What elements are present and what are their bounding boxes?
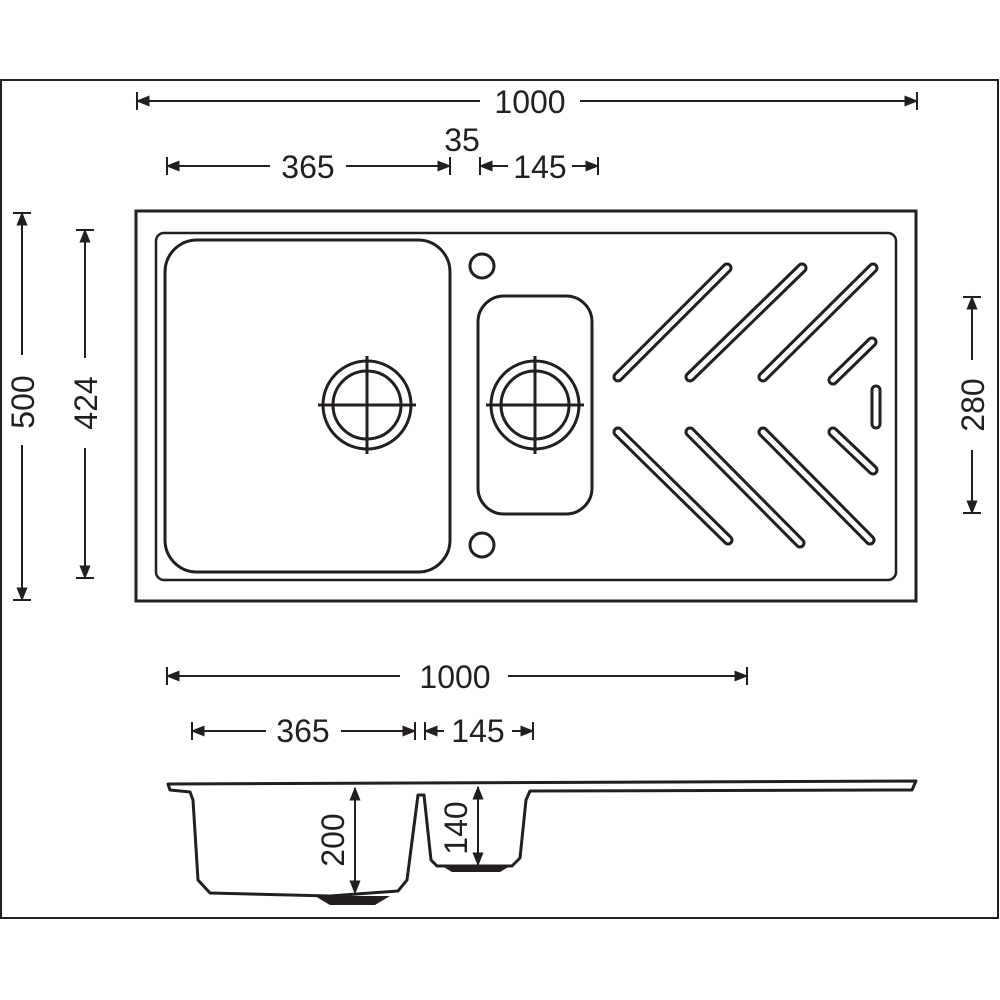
dim-total-depth: 500 bbox=[5, 211, 41, 602]
drain-icon bbox=[318, 356, 416, 454]
dim-small-bowl-length: 280 bbox=[955, 295, 991, 515]
dim-large-bowl-height: 200 bbox=[315, 786, 361, 895]
dim-label: 424 bbox=[68, 376, 104, 429]
dim-small-bowl-height: 140 bbox=[438, 785, 484, 867]
dim-label: 1000 bbox=[419, 659, 490, 695]
dim-bottom-total: 1000 bbox=[165, 659, 749, 695]
tap-hole bbox=[468, 531, 496, 559]
dim-bowl-gap: 35 bbox=[444, 122, 480, 158]
large-bowl bbox=[163, 238, 452, 574]
frame bbox=[0, 79, 999, 919]
dim-top-large-bowl: 365 bbox=[165, 149, 452, 185]
dim-label: 200 bbox=[315, 813, 351, 866]
dim-bottom-small-bowl: 145 bbox=[423, 713, 535, 749]
small-bowl bbox=[476, 294, 594, 516]
dim-top-total: 1000 bbox=[135, 84, 919, 120]
dim-bottom-large-bowl: 365 bbox=[190, 713, 417, 749]
dim-label: 1000 bbox=[494, 84, 565, 120]
dim-inner-depth: 424 bbox=[68, 228, 104, 580]
dim-label: 140 bbox=[438, 801, 474, 854]
dim-label: 365 bbox=[281, 149, 334, 185]
drainer-grooves bbox=[612, 262, 882, 549]
dim-label: 280 bbox=[955, 378, 991, 431]
dim-label: 145 bbox=[451, 713, 504, 749]
drain-icon bbox=[486, 356, 584, 454]
sink-side-profile bbox=[166, 779, 918, 905]
dim-top-small-bowl: 145 bbox=[478, 149, 600, 185]
tap-hole bbox=[468, 252, 496, 280]
dim-label: 365 bbox=[276, 713, 329, 749]
dim-label: 500 bbox=[5, 375, 41, 428]
sink-top-view bbox=[134, 209, 918, 603]
dim-label: 145 bbox=[513, 149, 566, 185]
